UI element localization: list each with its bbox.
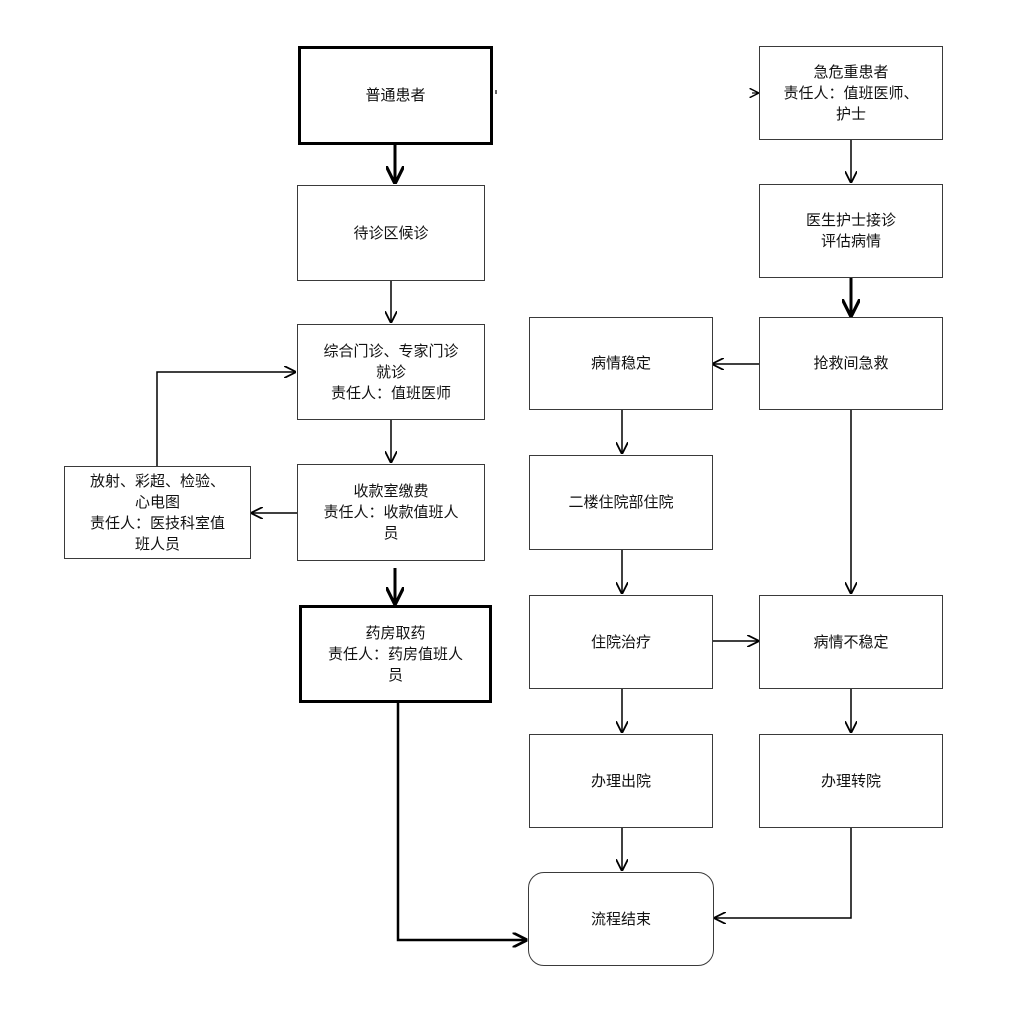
node-process-end-label: 流程结束 — [590, 909, 651, 928]
node-process-end: 流程结束 — [528, 872, 714, 966]
node-condition-unstable: 病情不稳定 — [759, 595, 943, 689]
node-discharge-label: 办理出院 — [590, 771, 651, 790]
node-inpatient-admission: 二楼住院部住院 — [529, 455, 713, 550]
node-medical-tech: 放射、彩超、检验、 心电图 责任人：医技科室值 班人员 — [64, 466, 251, 559]
node-condition-stable: 病情稳定 — [529, 317, 713, 410]
node-triage-assessment-label: 医生护士接诊 评估病情 — [805, 211, 896, 250]
node-condition-stable-label: 病情稳定 — [590, 354, 651, 372]
arrow-yaofang-to-jieshu — [396, 703, 526, 940]
node-pharmacy: 药房取药 责任人：药房值班人 员 — [299, 605, 492, 703]
node-putong-patient: 普通患者 — [298, 46, 493, 145]
node-pharmacy-label: 药房取药 责任人：药房值班人 员 — [327, 623, 463, 684]
node-putong-label: 普通患者 — [365, 86, 426, 104]
arrow-fangshe-to-menzhen — [156, 372, 295, 466]
node-payment-office: 收款室缴费 责任人：收款值班人 员 — [297, 464, 485, 561]
node-resuscitation-room-label: 抢救间急救 — [813, 354, 889, 372]
node-triage-assessment: 医生护士接诊 评估病情 — [759, 184, 943, 278]
arrow-zhuanyuan-to-jieshu — [715, 828, 852, 918]
node-medical-tech-label: 放射、彩超、检验、 心电图 责任人：医技科室值 班人员 — [89, 471, 225, 553]
node-waiting-area-label: 待诊区候诊 — [353, 223, 429, 242]
node-critical-patient-label: 急危重患者 责任人：值班医师、 护士 — [783, 62, 919, 123]
node-resuscitation-room: 抢救间急救 — [759, 317, 943, 410]
node-inpatient-admission-label: 二楼住院部住院 — [568, 493, 674, 511]
node-inpatient-treatment: 住院治疗 — [529, 595, 713, 689]
node-payment-office-label: 收款室缴费 责任人：收款值班人 员 — [323, 482, 459, 542]
node-transfer: 办理转院 — [759, 734, 943, 828]
node-waiting-area: 待诊区候诊 — [297, 185, 485, 281]
node-outpatient-clinic: 综合门诊、专家门诊 就诊 责任人：值班医师 — [297, 324, 485, 420]
node-outpatient-clinic-label: 综合门诊、专家门诊 就诊 责任人：值班医师 — [323, 341, 459, 402]
node-critical-patient: 急危重患者 责任人：值班医师、 护士 — [759, 46, 943, 140]
node-transfer-label: 办理转院 — [820, 771, 881, 790]
node-discharge: 办理出院 — [529, 734, 713, 828]
node-condition-unstable-label: 病情不稳定 — [813, 632, 889, 651]
node-inpatient-treatment-label: 住院治疗 — [590, 632, 651, 651]
